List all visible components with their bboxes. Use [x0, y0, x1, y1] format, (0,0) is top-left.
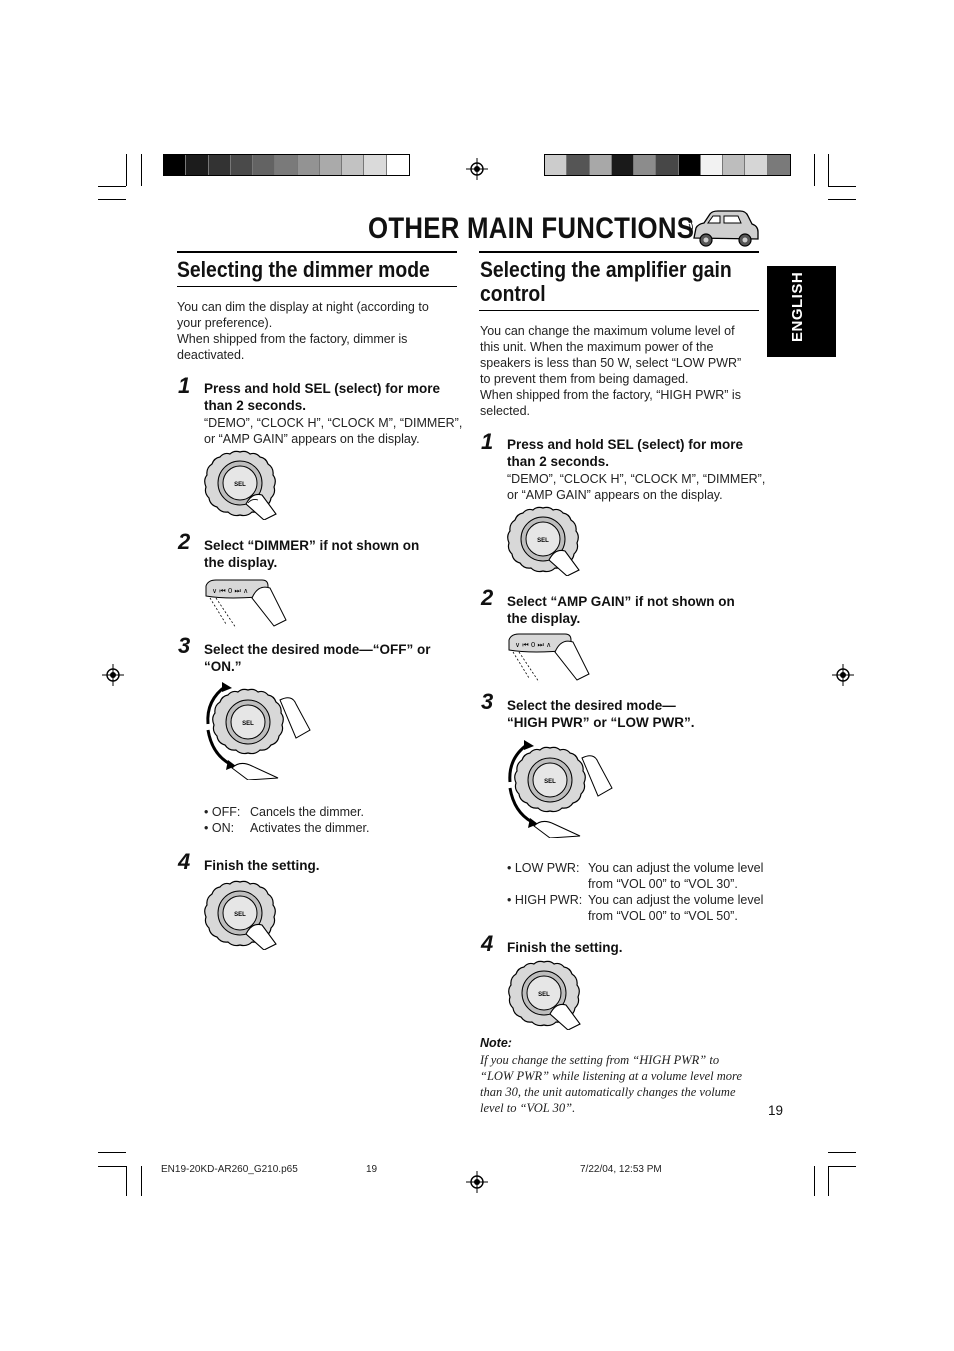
color-swatch — [723, 155, 746, 175]
note-label: Note: — [480, 1036, 512, 1050]
bullet-off: • OFF: Cancels the dimmer. — [204, 805, 364, 819]
color-calibration-bar-left — [163, 154, 410, 176]
section-rule-top — [479, 251, 759, 253]
step-subtext: “DEMO”, “CLOCK H”, “CLOCK M”, “DIMMER”, … — [204, 416, 463, 446]
color-swatch — [767, 155, 790, 175]
bullet-high-pwr: • HIGH PWR: You can adjust the volume le… — [507, 893, 764, 907]
dimmer-intro: You can dim the display at night (accord… — [177, 300, 429, 362]
registration-target-icon — [466, 1171, 488, 1193]
sel-knob-press-icon: SEL — [204, 880, 277, 950]
footer-page: 19 — [366, 1164, 378, 1175]
step-number: 3 — [481, 689, 494, 714]
step-heading: Finish the setting. — [507, 940, 623, 955]
color-swatch — [545, 155, 568, 175]
bullet-low-pwr-cont: from “VOL 00” to “VOL 30”. — [588, 877, 738, 891]
step-heading: Select “DIMMER” if not shown on the disp… — [204, 538, 420, 570]
step-number: 2 — [481, 585, 494, 610]
color-swatch — [678, 155, 701, 175]
color-swatch — [634, 155, 657, 175]
svg-text:SEL: SEL — [537, 538, 549, 544]
step-number: 4 — [481, 931, 494, 956]
section-rule-top — [177, 251, 457, 253]
color-swatch — [253, 155, 276, 175]
color-swatch — [230, 155, 254, 175]
footer-filename: EN19-20KD-AR260_G210.p65 — [161, 1164, 298, 1175]
bullet-high-pwr-cont: from “VOL 00” to “VOL 50”. — [588, 909, 738, 923]
svg-text:SEL: SEL — [544, 779, 556, 785]
step-number: 2 — [178, 529, 191, 554]
step-number: 4 — [178, 849, 191, 874]
step-number: 1 — [481, 429, 494, 454]
svg-text:SEL: SEL — [234, 912, 246, 918]
step-heading: Select the desired mode— “HIGH PWR” or “… — [507, 698, 695, 730]
sel-knob-rotate-icon: SEL — [206, 682, 311, 780]
registration-target-icon — [466, 158, 488, 180]
svg-text:∨ ⏮ 0 ⏭ ∧: ∨ ⏮ 0 ⏭ ∧ — [212, 587, 248, 595]
svg-text:SEL: SEL — [538, 992, 550, 998]
skip-button-press-icon: ∨ ⏮ 0 ⏭ ∧ — [508, 633, 590, 683]
color-swatch — [297, 155, 320, 175]
language-tab: ENGLISH — [767, 266, 836, 357]
section-title-amp-gain: Selecting the amplifier gain control — [480, 257, 732, 306]
color-swatch — [275, 155, 298, 175]
sel-knob-rotate-icon: SEL — [508, 740, 613, 838]
step-heading: Press and hold SEL (select) for more tha… — [204, 381, 441, 413]
color-swatch — [700, 155, 724, 175]
sel-knob-press-icon: SEL — [204, 450, 277, 520]
sel-knob-press-icon: SEL — [508, 960, 581, 1030]
color-swatch — [386, 155, 409, 175]
section-rule-bottom — [479, 310, 759, 311]
color-swatch — [342, 155, 365, 175]
svg-text:SEL: SEL — [242, 721, 254, 727]
bullet-low-pwr: • LOW PWR: You can adjust the volume lev… — [507, 861, 764, 875]
car-icon — [688, 210, 759, 247]
sel-knob-press-icon: SEL — [507, 506, 580, 576]
page-number: 19 — [768, 1103, 784, 1118]
step-number: 1 — [178, 373, 191, 398]
language-tab-label: ENGLISH — [789, 271, 806, 342]
color-swatch — [364, 155, 387, 175]
color-swatch — [208, 155, 231, 175]
footer-date: 7/22/04, 12:53 PM — [580, 1164, 662, 1175]
color-swatch — [186, 155, 209, 175]
step-heading: Finish the setting. — [204, 858, 320, 873]
color-swatch — [319, 155, 343, 175]
step-number: 3 — [178, 633, 191, 658]
amp-gain-intro: You can change the maximum volume level … — [480, 324, 742, 418]
color-swatch — [745, 155, 768, 175]
svg-text:SEL: SEL — [234, 482, 246, 488]
step-subtext: “DEMO”, “CLOCK H”, “CLOCK M”, “DIMMER”, … — [507, 472, 766, 502]
skip-button-press-icon: ∨ ⏮ 0 ⏭ ∧ — [205, 579, 287, 629]
color-swatch — [567, 155, 590, 175]
step-heading: Select “AMP GAIN” if not shown on the di… — [507, 594, 735, 626]
svg-text:∨ ⏮ 0 ⏭ ∧: ∨ ⏮ 0 ⏭ ∧ — [515, 641, 551, 649]
color-swatch — [589, 155, 612, 175]
page-title: OTHER MAIN FUNCTIONS — [368, 212, 695, 245]
registration-target-icon — [102, 664, 124, 686]
color-swatch — [656, 155, 679, 175]
bullet-on: • ON: Activates the dimmer. — [204, 821, 370, 835]
color-swatch — [611, 155, 635, 175]
registration-target-icon — [832, 664, 854, 686]
section-rule-bottom — [177, 286, 457, 287]
color-swatch — [164, 155, 187, 175]
step-heading: Select the desired mode—“OFF” or “ON.” — [204, 642, 431, 674]
section-title-dimmer: Selecting the dimmer mode — [177, 257, 430, 282]
note-text: If you change the setting from “HIGH PWR… — [480, 1053, 742, 1115]
step-heading: Press and hold SEL (select) for more tha… — [507, 437, 744, 469]
color-calibration-bar-right — [544, 154, 791, 176]
